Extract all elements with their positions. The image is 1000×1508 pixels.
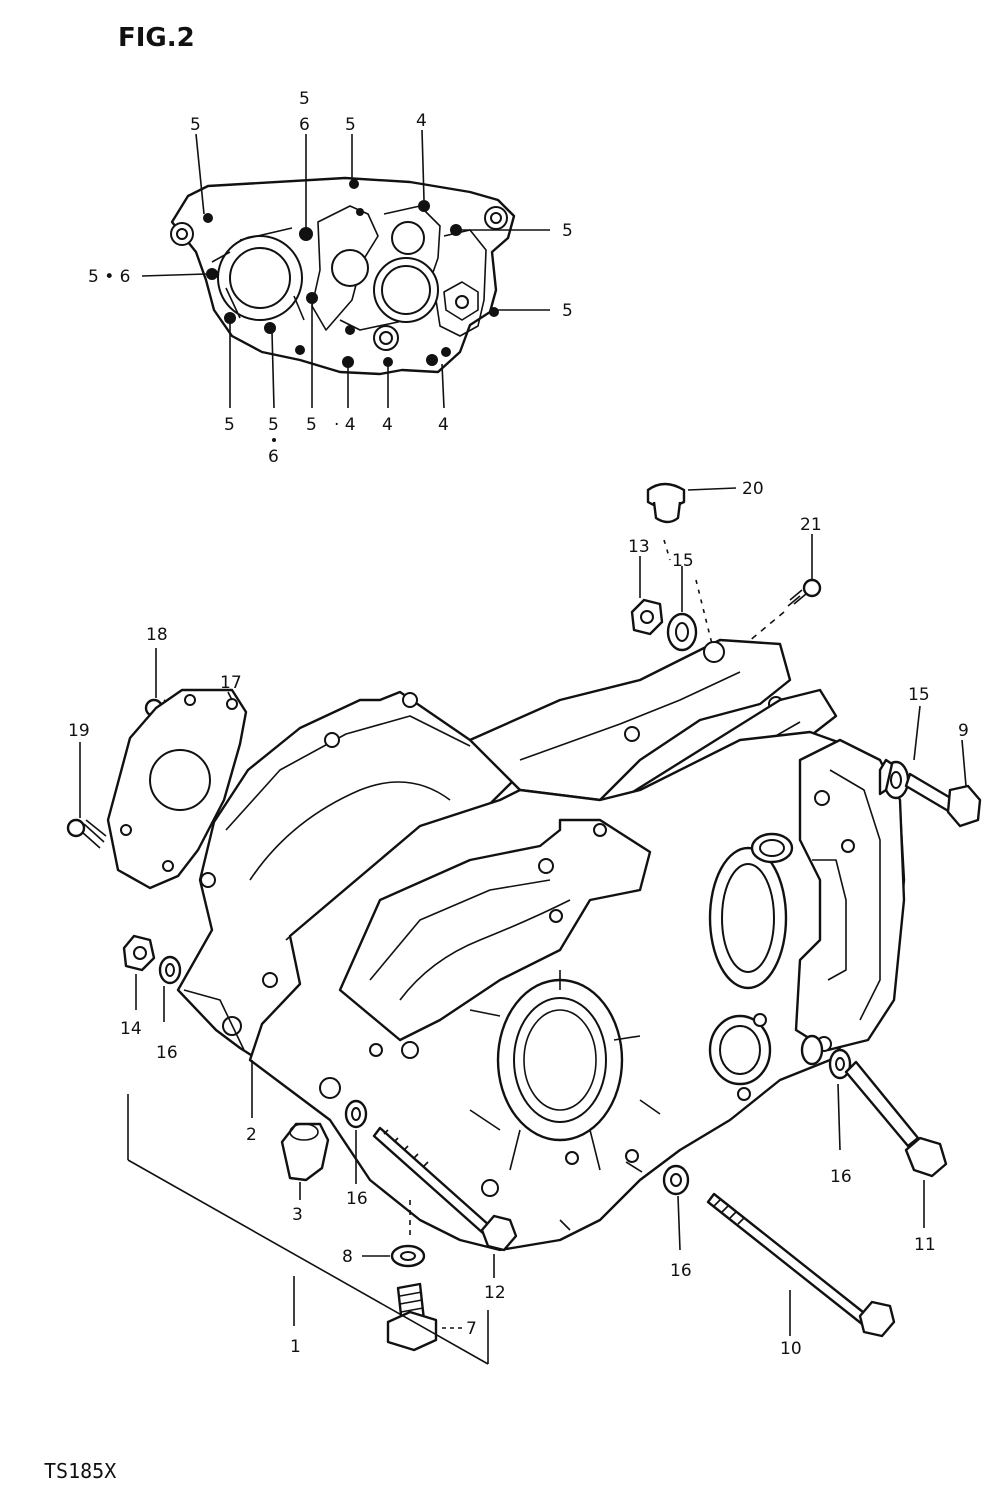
callout-label: · 4 bbox=[334, 415, 356, 435]
callout-label: 12 bbox=[484, 1283, 506, 1303]
callout-label: 17 bbox=[220, 673, 242, 693]
callout-label: 13 bbox=[628, 537, 650, 557]
bolt-11 bbox=[800, 1034, 948, 1228]
callout-label: 20 bbox=[742, 479, 764, 499]
washer-15-top bbox=[666, 566, 713, 652]
callout-label: 18 bbox=[146, 625, 168, 645]
nut-14 bbox=[122, 934, 156, 1010]
callout-label: 4 bbox=[382, 415, 393, 435]
callout-label: 16 bbox=[670, 1261, 692, 1281]
callout-label: 14 bbox=[120, 1019, 142, 1039]
model-code: TS185X bbox=[44, 1459, 116, 1483]
callout-label: 21 bbox=[800, 515, 822, 535]
washer-16-center bbox=[344, 1099, 368, 1184]
bolt-9 bbox=[878, 705, 982, 828]
screw-21 bbox=[747, 534, 822, 643]
drain-bolt-7 bbox=[386, 1282, 462, 1352]
callout-label: 9 bbox=[958, 721, 969, 741]
callout-label: 5 bbox=[306, 415, 317, 435]
crankcase-right-half bbox=[248, 730, 906, 1252]
callout-label: 16 bbox=[346, 1189, 368, 1209]
callout-label: 16 bbox=[156, 1043, 178, 1063]
callout-label: 11 bbox=[914, 1235, 936, 1255]
callout-label: 15 bbox=[672, 551, 694, 571]
callout-label: 15 bbox=[908, 685, 930, 705]
washer-8 bbox=[362, 1200, 426, 1268]
callout-label: 4 bbox=[416, 111, 427, 131]
callout-label: 19 bbox=[68, 721, 90, 741]
callout-label: 5 bbox=[562, 221, 573, 241]
stud-bolt-12 bbox=[372, 1126, 518, 1278]
callout-label: 5 bbox=[299, 89, 310, 109]
callout-label: 4 bbox=[438, 415, 449, 435]
separator-dot bbox=[272, 438, 276, 442]
callout-label: 5 bbox=[190, 115, 201, 135]
callout-label: 5 bbox=[268, 415, 279, 435]
callout-label: 5 bbox=[345, 115, 356, 135]
callout-label: 5 bbox=[224, 415, 235, 435]
callout-label: 7 bbox=[466, 1319, 477, 1339]
top-leader-lines bbox=[141, 129, 550, 409]
callout-label: 16 bbox=[830, 1167, 852, 1187]
callout-label: 5 bbox=[562, 301, 573, 321]
callout-label: 1 bbox=[290, 1337, 301, 1357]
washer-16-left bbox=[158, 955, 182, 1022]
figure-title: FIG.2 bbox=[118, 23, 195, 53]
plug-20 bbox=[646, 482, 737, 561]
callout-label: 6 bbox=[299, 115, 310, 135]
callout-label: 6 bbox=[268, 447, 279, 467]
nut-13 bbox=[630, 556, 664, 636]
callout-label: 8 bbox=[342, 1247, 353, 1267]
long-bolt-10 bbox=[706, 1192, 896, 1338]
callout-label: 2 bbox=[246, 1125, 257, 1145]
washer-16-right bbox=[662, 1164, 690, 1251]
dowel-3 bbox=[280, 1122, 330, 1200]
callout-label: 5 • 6 bbox=[88, 267, 130, 287]
callout-label: 3 bbox=[292, 1205, 303, 1225]
assembly-bracket-1 bbox=[127, 1094, 489, 1365]
gasket-17 bbox=[106, 688, 248, 890]
crankcase-half-outline bbox=[170, 176, 516, 376]
screw-19 bbox=[66, 742, 107, 849]
callout-label: 10 bbox=[780, 1339, 802, 1359]
